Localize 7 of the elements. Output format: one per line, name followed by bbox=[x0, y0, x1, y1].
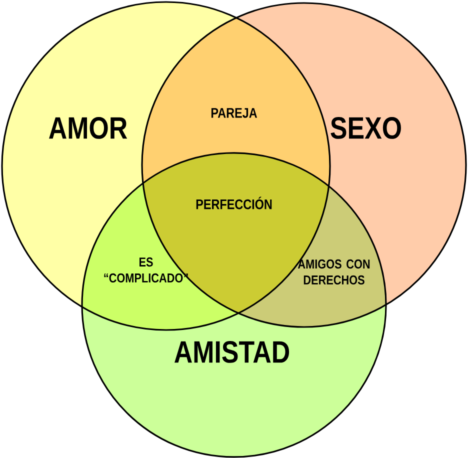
region-label: ES “COMPLICADO” bbox=[104, 257, 188, 283]
circle-label: AMOR bbox=[49, 117, 128, 139]
region-label: PERFECCIÓN bbox=[196, 196, 272, 210]
circle-label: AMISTAD bbox=[174, 341, 290, 363]
region-label: AMIGOS CON DERECHOS bbox=[298, 259, 370, 285]
circle-label: SEXO bbox=[330, 117, 401, 139]
region-label: PAREJA bbox=[211, 108, 258, 118]
